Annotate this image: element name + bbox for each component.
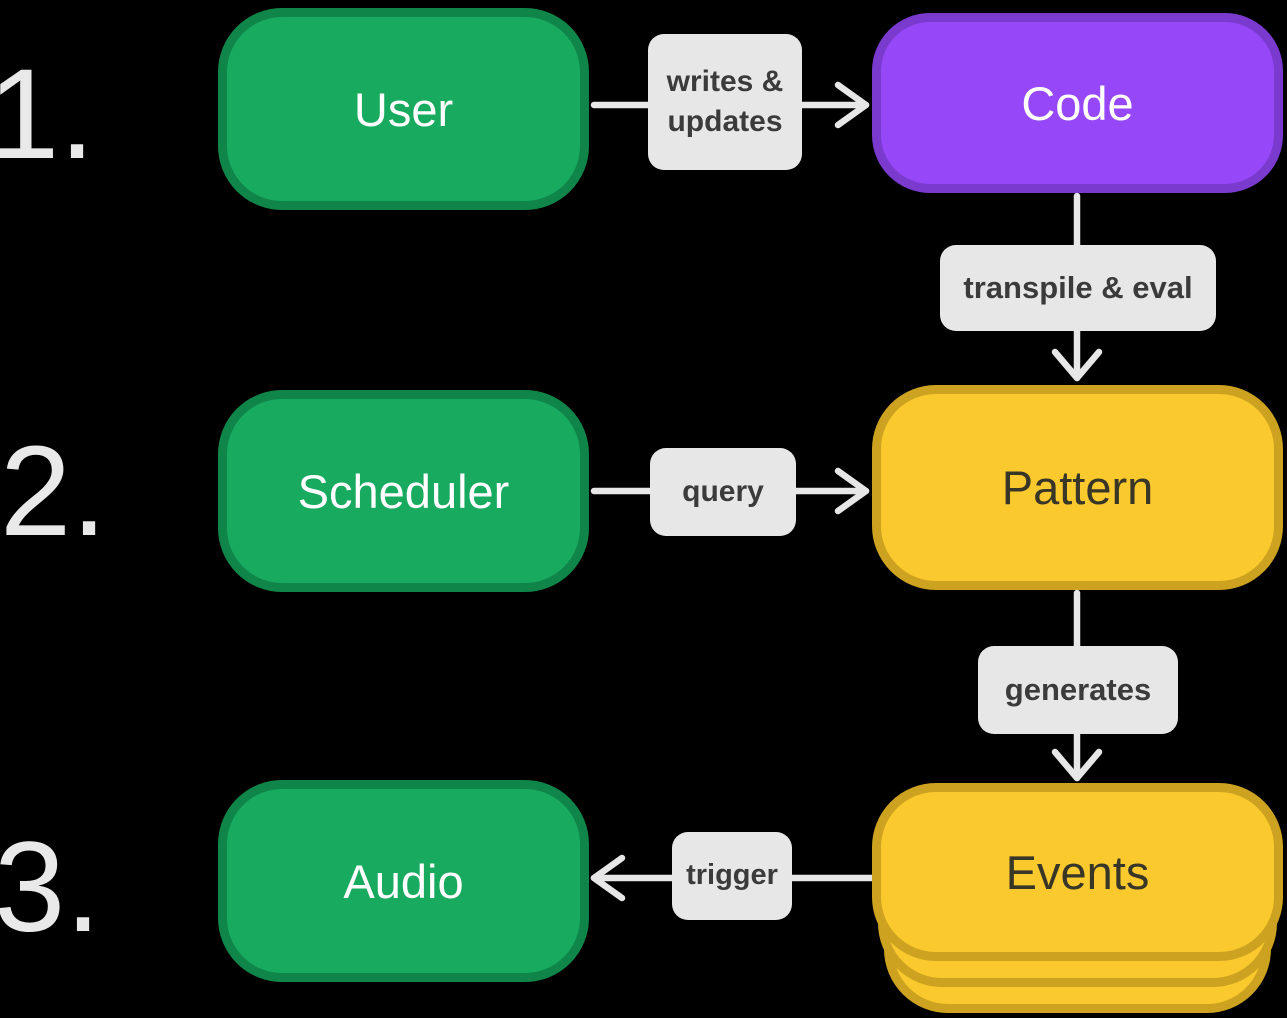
node-scheduler: Scheduler	[218, 390, 589, 592]
step-number-1: 1.	[0, 43, 95, 186]
node-audio-label: Audio	[343, 854, 464, 908]
node-audio: Audio	[218, 780, 589, 982]
node-user-label: User	[353, 82, 454, 136]
edge-label-generates: generates	[978, 646, 1178, 734]
edge-label-query: query	[650, 448, 796, 536]
node-scheduler-label: Scheduler	[297, 464, 510, 518]
node-pattern: Pattern	[872, 385, 1283, 590]
edge-label-writes-updates: writes & updates	[648, 34, 802, 170]
node-events: Events	[872, 783, 1283, 961]
edge-label-trigger: trigger	[672, 832, 792, 920]
node-code-label: Code	[1021, 76, 1134, 130]
node-events-label: Events	[1005, 845, 1150, 899]
node-events-stack: Events	[872, 783, 1283, 1018]
node-pattern-label: Pattern	[1001, 461, 1154, 514]
step-number-2: 2.	[0, 420, 107, 563]
node-user: User	[218, 8, 589, 210]
node-code: Code	[872, 13, 1283, 193]
step-number-3: 3.	[0, 816, 101, 959]
edge-label-transpile-eval: transpile & eval	[940, 245, 1216, 331]
